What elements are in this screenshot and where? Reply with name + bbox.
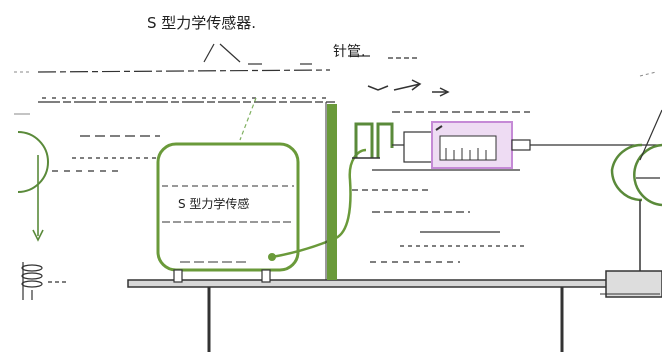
faint-marks (14, 71, 660, 295)
right-base-block (605, 270, 662, 298)
left-rails (37, 69, 335, 172)
table-top (127, 279, 662, 288)
needle-label: 针管. (333, 44, 366, 60)
clamp (352, 122, 394, 159)
right-pulley (610, 109, 662, 271)
table (127, 270, 662, 352)
force-sensor-box (156, 142, 300, 283)
sensor-cable (271, 148, 367, 259)
motion-arrows (367, 79, 450, 97)
hanging-weight (21, 262, 68, 300)
label-leader (203, 43, 420, 141)
left-pulley (17, 131, 49, 242)
sensor-top-label: S 型力学传感器. (147, 14, 257, 32)
syringe (403, 121, 531, 169)
sensor-box-label: S 型力学传感 (178, 197, 250, 211)
stand-pole (325, 102, 337, 280)
